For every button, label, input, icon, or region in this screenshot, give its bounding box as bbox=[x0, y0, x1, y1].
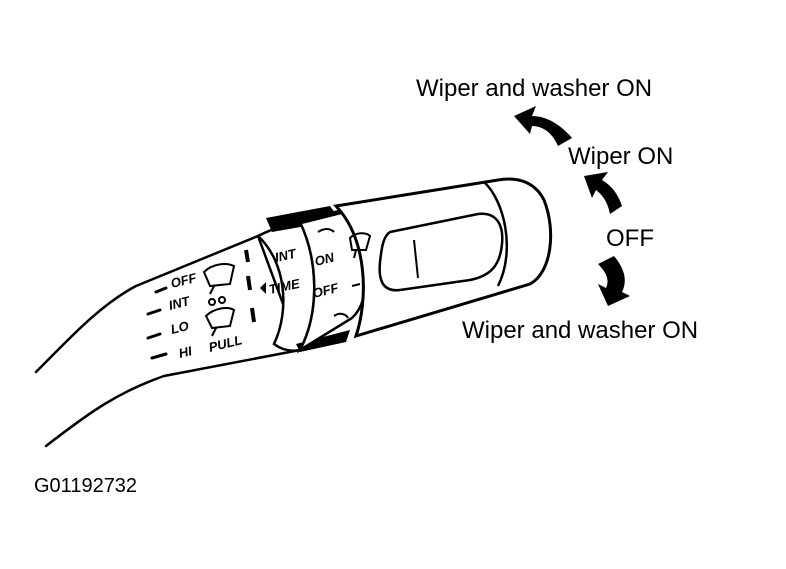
wiper-symbol-icon bbox=[202, 263, 236, 295]
ring-label-hi: HI bbox=[177, 343, 194, 361]
callout-wiper-washer-on-top: Wiper and washer ON bbox=[416, 75, 652, 102]
int-time-arrow-icon bbox=[260, 282, 266, 294]
lever-shaft bbox=[34, 234, 302, 448]
position-ticks bbox=[146, 286, 168, 360]
ring-label-lo: LO bbox=[169, 318, 190, 337]
rotary-label-off: OFF bbox=[311, 280, 341, 301]
callout-wiper-washer-on-bottom: Wiper and washer ON bbox=[462, 317, 698, 344]
callout-off: OFF bbox=[606, 225, 654, 252]
washer-spray-icon bbox=[204, 296, 236, 337]
rotary-label-on: ON bbox=[313, 249, 336, 268]
callout-wiper-on: Wiper ON bbox=[568, 143, 673, 170]
arrow-wiper-on-icon bbox=[584, 172, 622, 214]
barrel-stripes bbox=[244, 249, 256, 323]
int-time-label-line1: INT bbox=[274, 246, 299, 265]
washer-symbol-icon bbox=[317, 228, 372, 319]
arrow-wiper-washer-up-icon bbox=[514, 106, 572, 146]
int-time-label-line2: TIME bbox=[268, 276, 302, 297]
arrow-wiper-washer-down-icon bbox=[598, 256, 630, 306]
ring-label-off: OFF bbox=[169, 270, 199, 291]
lever-knob bbox=[332, 177, 553, 339]
ring-label-int: INT bbox=[167, 293, 192, 313]
figure-id: G01192732 bbox=[34, 475, 137, 497]
